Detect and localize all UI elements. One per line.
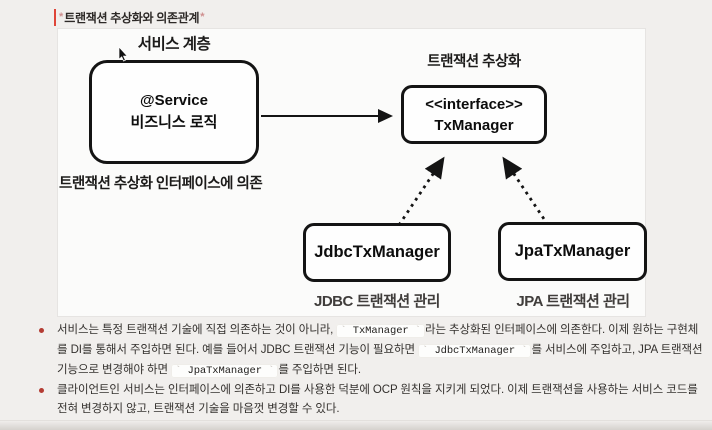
page-title: 트랜잭션 추상화와 의존관계 — [64, 10, 200, 25]
implements-arrow-jpa — [502, 156, 550, 226]
bottom-strip — [0, 420, 712, 430]
markdown-asterisk-close: * — [200, 11, 205, 23]
bullet-text: 라는 추상화된 인터페이스에 의존한다. 이제 원하는 구현체를 DI를 통해서… — [57, 324, 699, 356]
document-title-row: * 트랜잭션 추상화와 의존관계 * — [54, 7, 206, 27]
bullet-dot — [39, 388, 44, 393]
service-box-annotation: @Service — [139, 92, 208, 109]
text-cursor — [54, 8, 56, 26]
bullet-list: 서비스는 특정 트랜잭션 기술에 직접 의존하는 것이 아니라, ` TxMan… — [38, 321, 706, 419]
service-box-subtitle: 비즈니스 로직 — [130, 114, 218, 131]
jpa-tx-manager-box: JpaTxManager — [498, 222, 647, 281]
dependency-label: 트랜잭션 추상화 인터페이스에 의존 — [59, 176, 263, 192]
mouse-cursor-icon — [118, 47, 128, 62]
markdown-asterisk-open: * — [59, 11, 64, 23]
diagram-panel: 서비스 계층 @Service 비즈니스 로직 트랜잭션 추상화 <<inter… — [57, 28, 647, 317]
jpa-box-label: JpaTxManager — [514, 242, 631, 260]
bullet-text: 를 서비스에 주입하고, JPA 트랜잭션 기능으로 변경해야 하면 — [57, 344, 703, 376]
service-box: @Service 비즈니스 로직 — [89, 60, 259, 164]
service-layer-label: 서비스 계층 — [137, 36, 211, 53]
interface-name: TxManager — [434, 116, 514, 134]
list-item: 클라이언트인 서비스는 인터페이스에 의존하고 DI를 사용한 덕분에 OCP … — [38, 381, 706, 419]
interface-stereotype: <<interface>> — [425, 95, 523, 113]
jdbc-caption: JDBC 트랜잭션 관리 — [314, 293, 440, 310]
arrow-layer — [261, 109, 550, 226]
implements-arrow-jdbc — [397, 156, 445, 226]
jpa-caption: JPA 트랜잭션 관리 — [516, 293, 630, 310]
list-item: 서비스는 특정 트랜잭션 기술에 직접 의존하는 것이 아니라, ` TxMan… — [38, 321, 706, 381]
bullet-text: 를 주입하면 된다. — [278, 364, 361, 376]
abstraction-label: 트랜잭션 추상화 — [427, 54, 521, 70]
jdbc-tx-manager-box: JdbcTxManager — [303, 223, 451, 282]
bullet-dot — [39, 328, 44, 333]
bullet-text: 클라이언트인 서비스는 인터페이스에 의존하고 DI를 사용한 덕분에 OCP … — [57, 384, 698, 415]
inline-code: ` TxManager ` — [336, 324, 425, 338]
jdbc-box-label: JdbcTxManager — [314, 243, 440, 261]
inline-code: ` JpaTxManager ` — [171, 364, 279, 378]
bullet-text: 서비스는 특정 트랜잭션 기술에 직접 의존하는 것이 아니라, — [57, 324, 337, 336]
inline-code: ` JdbcTxManager ` — [418, 344, 532, 358]
interface-box: <<interface>> TxManager — [401, 85, 547, 144]
